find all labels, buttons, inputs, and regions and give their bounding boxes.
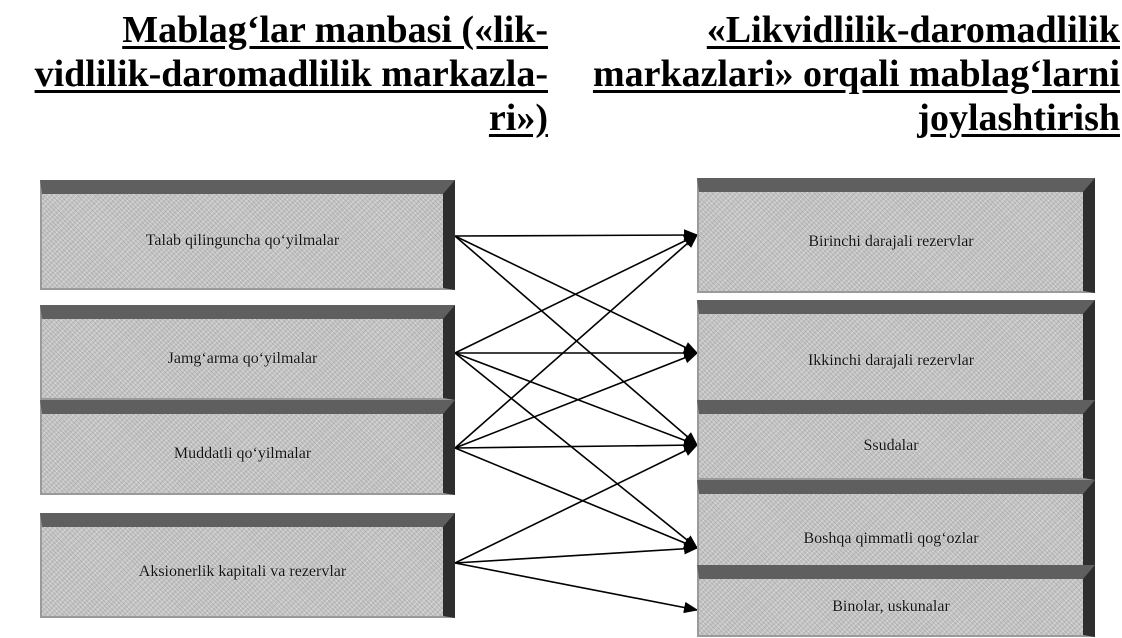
left-heading-line: vidlilik-daromadlilik markazla- (34, 53, 548, 95)
target-box-primary-reserves: Birinchi darajali rezervlar (697, 178, 1095, 293)
connection-arrow (454, 234, 699, 449)
connection-arrow (454, 562, 699, 614)
right-heading-line: markazlari» orqali mablag‘larni (592, 53, 1120, 95)
source-box-label: Jamg‘arma qo‘yilmalar (167, 349, 318, 367)
target-box-label: Binolar, uskunalar (832, 598, 950, 615)
target-box-label: Ikkinchi darajali rezervlar (807, 352, 975, 369)
target-box-buildings-equipment: Binolar, uskunalar (697, 565, 1095, 637)
source-box-term-deposits: Muddatli qo‘yilmalar (40, 400, 455, 495)
source-box-label: Muddatli qo‘yilmalar (173, 444, 312, 462)
left-heading-line: Mablag‘lar manbasi («lik- (122, 9, 548, 51)
connection-arrow (454, 234, 699, 354)
connection-arrow (454, 229, 699, 241)
target-box-secondary-reserves: Ikkinchi darajali rezervlar (697, 300, 1095, 410)
connection-arrow (454, 352, 699, 549)
connection-arrow (454, 447, 699, 549)
target-box-label: Boshqa qimmatli qog‘ozlar (803, 529, 979, 547)
right-heading-line: «Likvidlilik-daromadlilik (706, 9, 1120, 51)
connection-arrow (454, 543, 699, 564)
source-box-equity-capital: Aksionerlik kapitali va rezervlar (40, 513, 455, 618)
connection-arrow (454, 352, 699, 446)
connection-arrow (454, 439, 699, 451)
source-box-demand-deposits: Talab qilinguncha qo‘yilmalar (40, 180, 455, 290)
source-box-label: Aksionerlik kapitali va rezervlar (138, 562, 347, 580)
left-heading: Mablag‘lar manbasi («lik- vidlilik-darom… (0, 8, 548, 140)
arrow-layer (454, 229, 699, 614)
right-heading: «Likvidlilik-daromadlilik markazlari» or… (575, 8, 1120, 140)
target-box-loans: Ssudalar (697, 400, 1095, 480)
target-box-label: Birinchi darajali rezervlar (808, 232, 974, 250)
right-heading-line: joylashtirish (917, 97, 1120, 139)
source-box-label: Talab qilinguncha qo‘yilmalar (145, 232, 340, 249)
source-box-savings-deposits: Jamg‘arma qo‘yilmalar (40, 305, 455, 400)
connection-arrow (454, 444, 699, 564)
target-box-label: Ssudalar (863, 437, 919, 454)
left-heading-line: ri») (488, 97, 548, 139)
connection-arrow (454, 352, 699, 449)
